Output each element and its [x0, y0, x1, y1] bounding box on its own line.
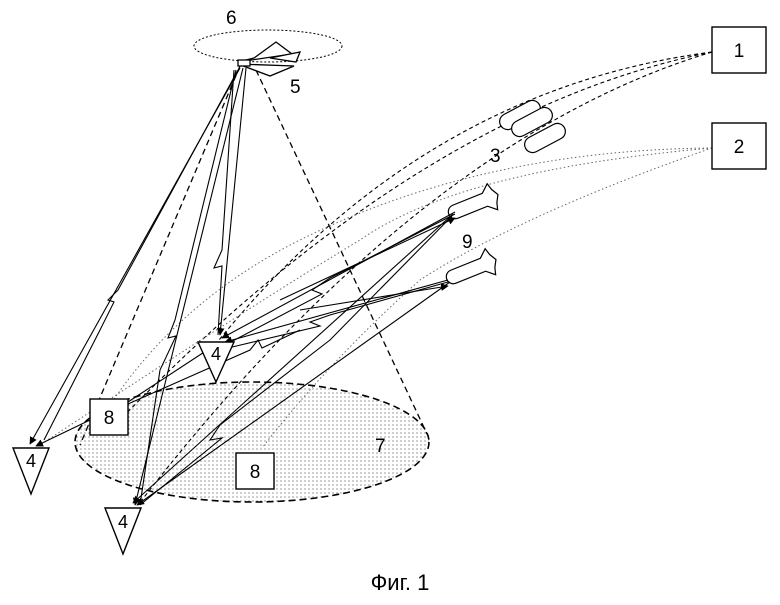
box-8-lower: 8 [236, 453, 274, 489]
receiver-4-left: 4 [13, 448, 49, 494]
box-1: 1 [712, 27, 766, 73]
label-4-bottom: 4 [118, 512, 128, 532]
receiver-4-center: 4 [198, 342, 234, 382]
receiver-4-bottom: 4 [105, 508, 141, 554]
label-4-left: 4 [26, 451, 36, 471]
box-2-label: 2 [734, 137, 745, 158]
label-6: 6 [226, 8, 237, 29]
missiles-3 [497, 98, 568, 156]
box-2: 2 [712, 123, 766, 169]
label-4-center: 4 [211, 344, 221, 364]
label-7: 7 [375, 436, 386, 457]
box-8-upper: 8 [90, 399, 128, 435]
aircraft-5-icon [238, 42, 300, 76]
label-9: 9 [462, 232, 473, 253]
label-5: 5 [290, 77, 301, 98]
box-8-upper-label: 8 [104, 408, 115, 429]
label-3: 3 [490, 146, 501, 167]
figure-caption: Фиг. 1 [371, 570, 430, 595]
box-8-lower-label: 8 [250, 462, 261, 483]
box-1-label: 1 [734, 41, 745, 62]
